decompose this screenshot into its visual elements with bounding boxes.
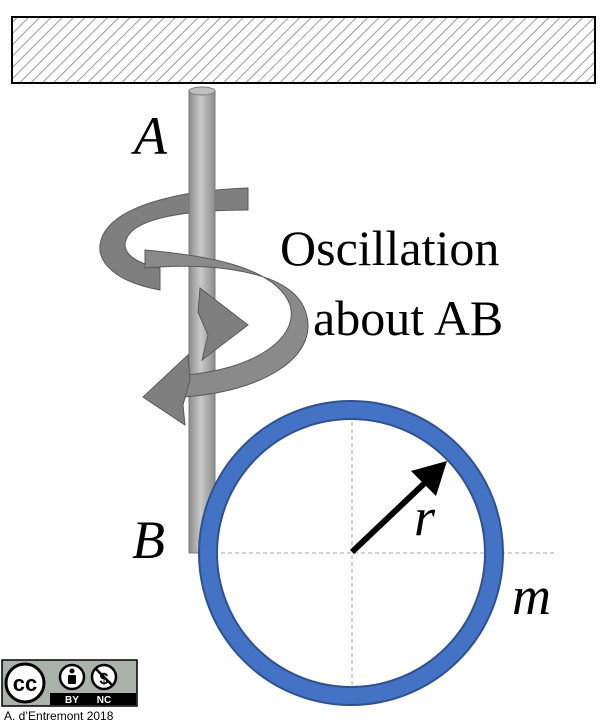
cc-icon	[4, 662, 46, 704]
caption-line-2: about AB	[313, 290, 503, 346]
cc-icon-text: cc	[13, 671, 37, 696]
label-radius: r	[414, 487, 436, 547]
ring-mass-face	[200, 402, 502, 704]
label-point-b: B	[132, 510, 165, 570]
license-badge: cc $ BY NC	[1, 659, 138, 707]
rotation-arrow-back	[99, 187, 249, 291]
svg-text:$: $	[100, 671, 109, 688]
credit-text: A. d’Entremont 2018	[4, 709, 114, 723]
label-point-a: A	[131, 106, 168, 166]
label-mass: m	[512, 566, 551, 626]
radius-arrow	[349, 461, 447, 555]
rotation-arrow-front	[142, 249, 309, 427]
ceiling-support	[11, 16, 596, 84]
license-nc: NC	[97, 695, 111, 706]
caption-line-1: Oscillation	[280, 220, 499, 276]
license-by: BY	[65, 695, 79, 706]
